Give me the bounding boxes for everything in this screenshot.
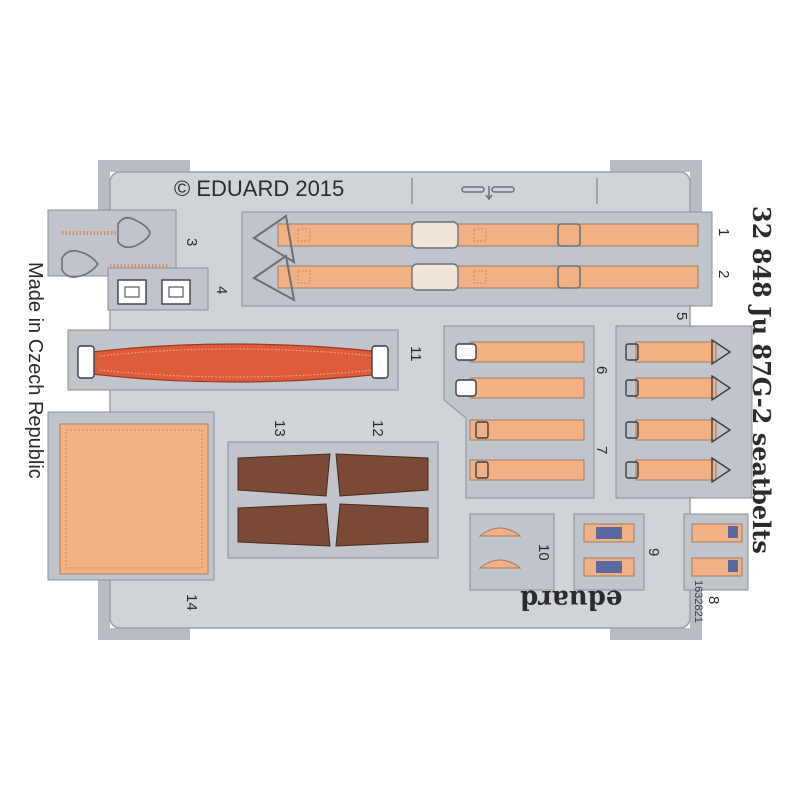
- part-number-9: 9: [645, 548, 662, 557]
- part-number-2: 2: [715, 270, 732, 279]
- part-number-6: 6: [593, 366, 610, 375]
- part-number-1: 1: [715, 228, 732, 237]
- copyright-text: © EDUARD 2015: [174, 176, 345, 201]
- part-9-carrier: [573, 513, 645, 591]
- part-number-11: 11: [407, 346, 424, 362]
- part-11-carrier: [67, 329, 399, 391]
- part-12-13-carrier: [227, 441, 439, 559]
- part-number-10: 10: [535, 544, 552, 561]
- part-3-carrier: [47, 209, 209, 311]
- part-number-8: 8: [705, 596, 722, 605]
- part-number-13: 13: [271, 420, 288, 437]
- part-number-4: 4: [213, 286, 230, 295]
- decal-code: 1632821: [692, 580, 704, 623]
- part-10-carrier: [469, 513, 555, 591]
- part-6-7-carrier: [443, 325, 595, 499]
- part-8-carrier: [683, 513, 749, 591]
- origin-text: Made in Czech Republic: [24, 262, 46, 479]
- top-divider-lines: [411, 178, 598, 204]
- brand-logo-text: eduard: [520, 584, 623, 614]
- part-number-7: 7: [593, 446, 610, 455]
- part-14-carrier: [47, 411, 215, 581]
- arrow-marker: [461, 186, 515, 201]
- part-number-3: 3: [183, 238, 200, 247]
- part-number-12: 12: [369, 420, 386, 437]
- part-5-carrier: [615, 325, 753, 499]
- part-number-14: 14: [183, 594, 200, 611]
- product-title: 32 848 Ju 87G-2 seatbelts: [747, 206, 776, 554]
- part-1-2-carrier: [241, 211, 713, 307]
- part-number-5: 5: [673, 312, 690, 321]
